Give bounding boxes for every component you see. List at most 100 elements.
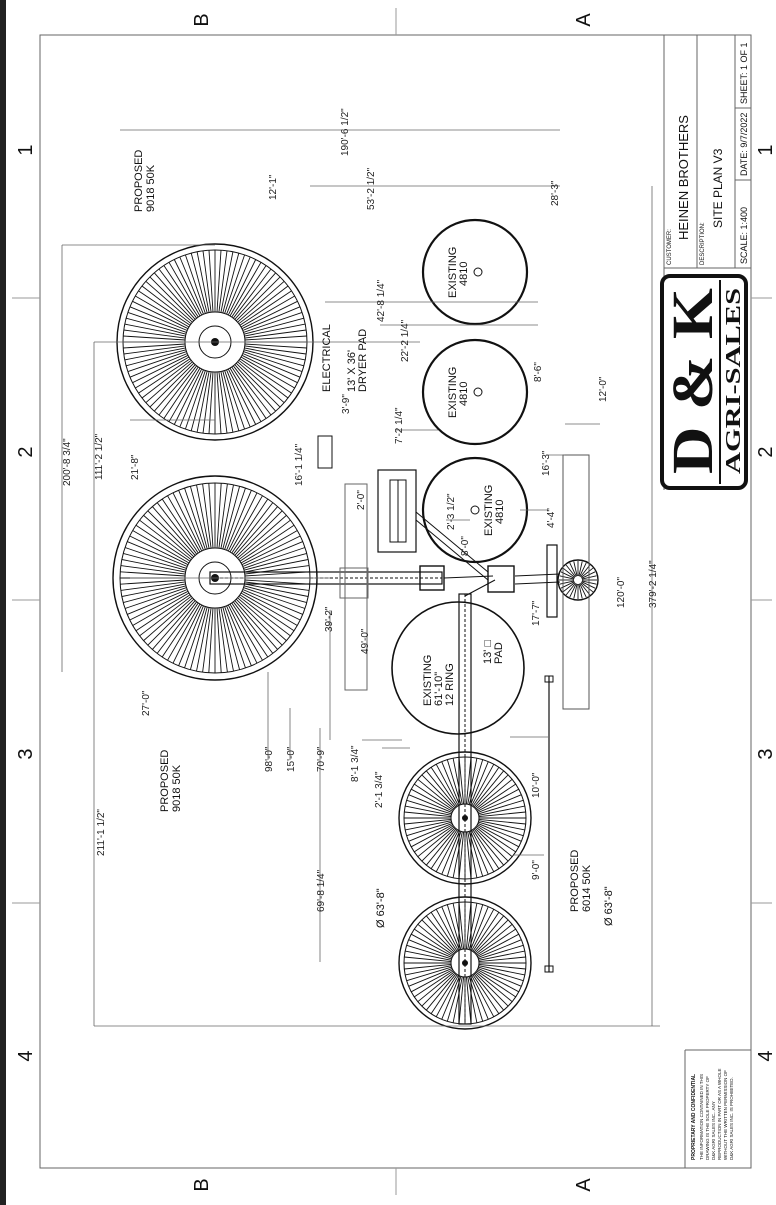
description-value: SITE PLAN V3: [711, 148, 725, 228]
bin-spoke: [149, 362, 195, 408]
bin-spoke: [202, 250, 212, 313]
bin-spoke: [408, 967, 453, 987]
bin-spoke: [244, 323, 306, 337]
grid-number-left-4: 4: [15, 1050, 37, 1061]
bin-spoke: [242, 353, 301, 378]
dim-27-0: 27'-0": [141, 690, 152, 716]
bin-spoke: [229, 495, 263, 553]
bin-spoke: [227, 604, 258, 664]
bin-spoke: [473, 770, 505, 808]
dimension-lines: [61, 129, 660, 1027]
bin-spoke: [238, 595, 291, 637]
bin-spoke: [475, 826, 513, 858]
grid-ticks: [12, 8, 772, 1195]
bin-spoke: [241, 354, 298, 384]
bin-spoke: [435, 975, 459, 1018]
bin-spoke: [476, 928, 516, 956]
diameter-label-2: Ø 63'-8": [603, 886, 615, 926]
dim-120-0: 120'-0": [616, 577, 627, 608]
bin-spoke: [229, 367, 262, 422]
bin-spoke: [149, 276, 195, 322]
bin-spoke: [243, 552, 307, 571]
dim-39-2: 39'-2": [324, 606, 335, 632]
bin-spoke: [452, 976, 463, 1023]
bin-spoke: [417, 971, 455, 1003]
bin-spoke: [238, 359, 289, 399]
existing-bin-4810-2: [421, 338, 529, 446]
existing-4810-3-label-2: 4810: [494, 500, 506, 524]
bin-spoke: [161, 498, 199, 554]
bin-spoke: [467, 976, 478, 1023]
bin-spoke: [127, 311, 187, 333]
bin-spoke: [238, 285, 289, 325]
bin-spoke: [569, 583, 577, 598]
bin-spoke: [467, 831, 478, 878]
bin-spoke: [222, 370, 240, 432]
bin-spoke: [573, 583, 578, 599]
bin-spoke: [430, 912, 458, 952]
bin-spoke: [123, 343, 186, 349]
electrical-label: ELECTRICAL: [321, 324, 333, 392]
bin-spoke: [406, 944, 452, 960]
bin-spoke: [404, 963, 452, 970]
dim-10-0: 10'-0": [531, 772, 542, 798]
bin-spoke: [218, 371, 228, 434]
bin-spoke: [562, 567, 576, 578]
bin-spoke: [243, 547, 306, 569]
bin-spoke: [120, 565, 186, 575]
bin-spoke: [579, 562, 587, 577]
bin-spoke: [238, 519, 291, 561]
bin-spoke: [120, 571, 186, 577]
bin-spoke: [471, 830, 495, 873]
bin-spoke: [477, 969, 520, 993]
dim-70-9: 70'-9": [316, 746, 327, 772]
bin-spoke: [414, 928, 454, 956]
bin-spoke: [472, 912, 500, 952]
bin-spoke: [458, 902, 465, 950]
bin-spoke: [478, 965, 525, 976]
bin-spoke: [227, 492, 258, 552]
logo-main-text: D & K: [660, 288, 725, 474]
bin-spoke: [244, 335, 307, 341]
scale-value: SCALE: 1:400: [739, 207, 749, 264]
bin-spoke: [161, 602, 199, 658]
proprietary-line-6: D&K AGRI SALES INC. IS PROHIBITED.: [729, 1077, 734, 1160]
bin-spoke: [421, 774, 456, 809]
bin-spoke: [220, 607, 234, 672]
bin-spoke: [414, 783, 454, 811]
bin-spoke: [237, 361, 285, 404]
grid-number-left-1: 1: [15, 144, 37, 155]
bin-spoke: [226, 369, 251, 428]
bin-spoke: [152, 506, 196, 556]
bin-spoke: [410, 933, 453, 957]
bin-spoke: [471, 975, 495, 1018]
bin-spoke: [239, 524, 295, 562]
bin-spoke: [135, 356, 190, 389]
bin-spoke: [581, 581, 596, 589]
customer-name: HEINEN BROTHERS: [676, 115, 691, 240]
bin-spoke: [242, 541, 303, 567]
bin-spoke: [231, 602, 269, 658]
bin-spoke: [218, 607, 228, 673]
bin-spoke: [135, 594, 191, 632]
bin-spoke: [138, 358, 191, 394]
bin-spoke: [241, 590, 301, 621]
bin-spoke: [475, 971, 513, 1003]
proposed-9018-top-label-1: PROPOSED: [133, 150, 145, 212]
bin-spoke: [224, 370, 246, 430]
bin-spoke: [234, 600, 278, 650]
bin-spoke: [231, 366, 267, 419]
bin-spoke: [224, 487, 246, 550]
bin-spoke: [123, 329, 186, 339]
bin-spoke: [143, 597, 193, 641]
bin-spoke: [237, 515, 287, 559]
bin-spoke: [475, 778, 513, 810]
bin-spoke: [229, 603, 263, 661]
bin-spoke: [141, 359, 192, 399]
bins: [112, 218, 599, 1030]
bin-spoke: [243, 351, 303, 373]
bin-spoke: [458, 976, 465, 1024]
bin-spoke: [477, 794, 522, 814]
grid-number-left-2: 2: [15, 446, 37, 457]
bin-spoke: [179, 369, 204, 428]
